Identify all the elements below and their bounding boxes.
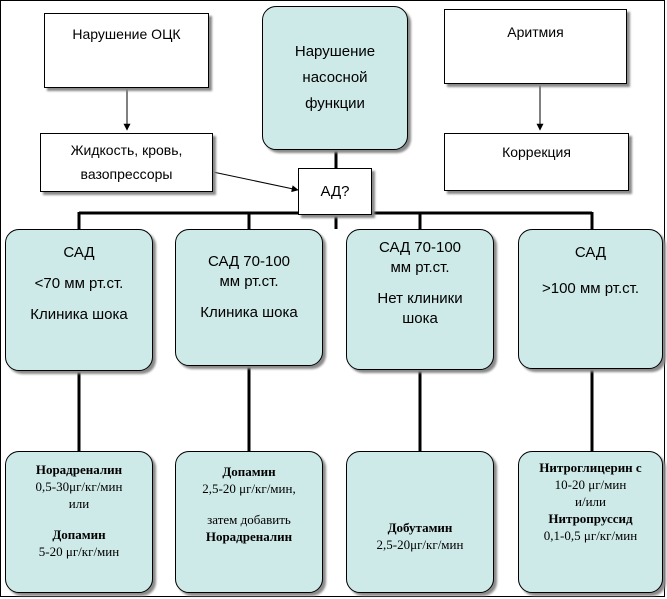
condition-box-1: САД <70 мм рт.ст. Клиника шока bbox=[5, 229, 153, 371]
condition-4-line-2: >100 мм рт.ст. bbox=[541, 280, 639, 297]
treatment-3-line-1: Добутамин bbox=[387, 520, 453, 536]
condition-2-line-2: мм рт.ст. bbox=[219, 272, 279, 290]
treatment-box-4: Нитроглицерин с 10-20 μг/мин и/или Нитро… bbox=[518, 451, 663, 593]
fluids-line-1: Жидкость, кровь, bbox=[70, 141, 183, 158]
treatment-2-line-3: затем добавить bbox=[207, 511, 291, 527]
condition-3-line-2: мм рт.ст. bbox=[390, 258, 450, 276]
condition-box-2: САД 70-100 мм рт.ст. Клиника шока bbox=[175, 229, 323, 366]
arrhythmia-label: Аритмия bbox=[507, 24, 564, 40]
treatment-4-line-5: 0,1-0,5 μг/кг/мин bbox=[543, 527, 638, 543]
treatment-2-line-4: Норадреналин bbox=[205, 528, 293, 544]
condition-4-line-1: САД bbox=[574, 244, 607, 261]
correction-box: Коррекция bbox=[444, 133, 629, 191]
arrow-fluids-to-bp bbox=[212, 171, 299, 193]
volume-disorder-label: Нарушение ОЦК bbox=[72, 26, 181, 42]
treatment-1-line-2: 0,5-30μг/кг/мин bbox=[35, 478, 123, 494]
treatment-3-line-2: 2,5-20μг/кг/мин bbox=[376, 537, 464, 552]
condition-box-4: САД >100 мм рт.ст. bbox=[518, 229, 663, 369]
treatment-1-line-1: Норадреналин bbox=[35, 462, 123, 477]
arrhythmia-box: Аритмия bbox=[444, 9, 627, 84]
treatment-1-line-3: или bbox=[68, 495, 90, 511]
treatment-1-line-4: Допамин bbox=[52, 526, 106, 542]
fluids-box: Жидкость, кровь, вазопрессоры bbox=[40, 133, 213, 192]
pump-dysfunction-box: Нарушение насосной функции bbox=[262, 6, 408, 150]
treatment-2-line-1: Допамин bbox=[222, 464, 276, 479]
fluids-line-2: вазопрессоры bbox=[80, 165, 173, 182]
correction-label: Коррекция bbox=[502, 144, 571, 160]
pump-dysfunction-line-2: насосной bbox=[302, 68, 368, 86]
treatment-4-line-1: Нитроглицерин с bbox=[539, 460, 642, 475]
condition-1-line-3: Клиника шока bbox=[30, 306, 128, 323]
condition-1-line-1: САД bbox=[63, 244, 95, 261]
volume-disorder-box: Нарушение ОЦК bbox=[44, 13, 209, 88]
treatment-4-line-3: и/или bbox=[575, 493, 606, 509]
bp-box: АД? bbox=[298, 168, 372, 215]
treatment-box-1: Норадреналин 0,5-30μг/кг/мин или Допамин… bbox=[5, 451, 153, 593]
condition-box-3: САД 70-100 мм рт.ст. Нет клиники шока bbox=[346, 229, 494, 370]
treatment-1-line-5: 5-20 μг/кг/мин bbox=[38, 543, 120, 559]
treatment-box-3: Добутамин 2,5-20μг/кг/мин bbox=[346, 451, 494, 593]
treatment-2-line-2: 2,5-20 μг/кг/мин, bbox=[202, 480, 296, 496]
pump-dysfunction-line-1: Нарушение bbox=[294, 42, 376, 60]
pump-dysfunction-line-3: функции bbox=[305, 95, 365, 113]
condition-2-line-1: САД 70-100 bbox=[207, 253, 291, 270]
condition-3-line-3: Нет клиники bbox=[377, 290, 463, 307]
condition-1-line-2: <70 мм рт.ст. bbox=[34, 275, 124, 292]
treatment-4-line-4: Нитропруссид bbox=[548, 510, 633, 526]
condition-3-line-4: шока bbox=[402, 309, 438, 327]
treatment-4-line-2: 10-20 μг/мин bbox=[554, 476, 627, 492]
bp-label: АД? bbox=[320, 183, 350, 200]
condition-2-line-3: Клиника шока bbox=[200, 304, 298, 321]
condition-3-line-1: САД 70-100 bbox=[378, 239, 462, 256]
treatment-box-2: Допамин 2,5-20 μг/кг/мин, затем добавить… bbox=[175, 451, 323, 593]
